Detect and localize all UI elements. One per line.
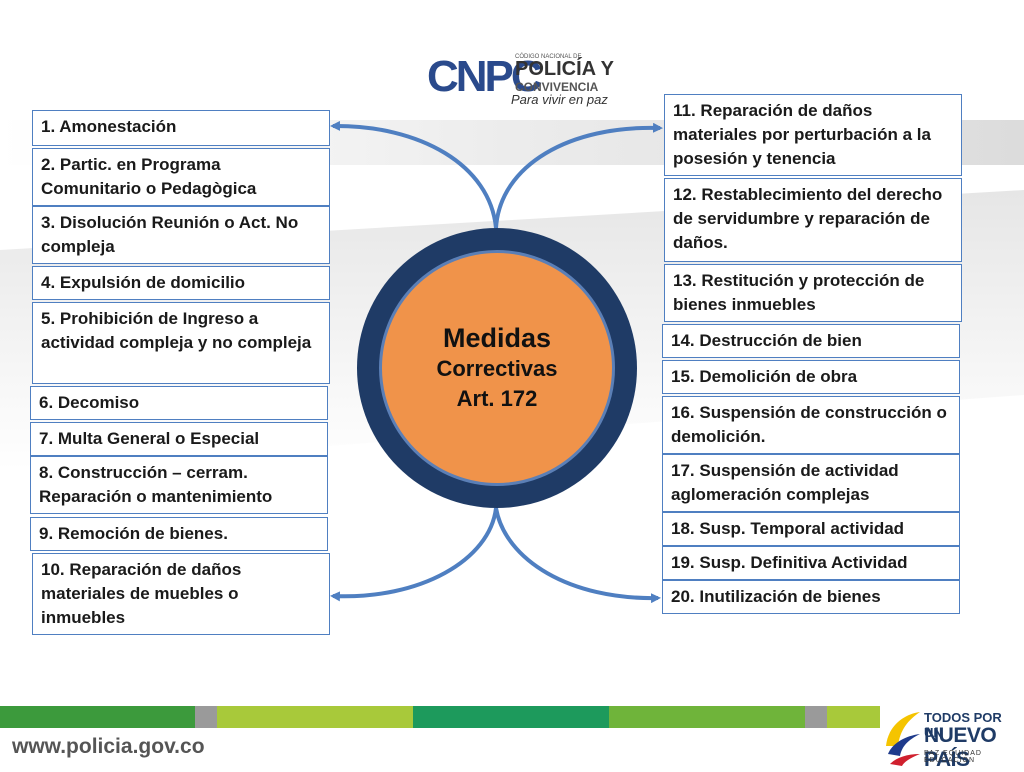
gov-line2: NUEVO PAÍS [924,724,997,771]
center-subtitle: Correctivas [436,356,558,381]
gov-line3: PAZ EQUIDAD EDUCACIÓN [924,750,982,764]
measure-box-19: 19. Susp. Definitiva Actividad [662,546,960,580]
center-circle: Medidas Correctivas Art. 172 [379,250,615,486]
arrow-top-left [330,120,498,229]
measure-box-13: 13. Restitución y protección de bienes i… [664,264,962,322]
measure-box-14: 14. Destrucción de bien [662,324,960,358]
measure-box-17: 17. Suspensión de actividad aglomeración… [662,454,960,512]
gov-line1: TODOS POR UN [924,710,1002,740]
cnpc-logo: CNPC CÓDIGO NACIONAL DE POLICÍA Y CONVIV… [427,48,627,128]
arrow-bottom-left [330,507,498,602]
gov-logo: TODOS POR UN NUEVO PAÍS PAZ EQUIDAD EDUC… [880,706,1024,771]
measure-box-6: 6. Decomiso [30,386,328,420]
bar-segment [195,706,217,728]
bar-segment [609,706,805,728]
center-title: Medidas [442,323,552,353]
bar-segment [217,706,413,728]
logo-line3: Para vivir en paz [511,92,608,107]
measure-box-7: 7. Multa General o Especial [30,422,328,456]
measure-box-12: 12. Restablecimiento del derecho de serv… [664,178,962,262]
measure-box-3: 3. Disolución Reunión o Act. No compleja [32,206,330,264]
measure-box-5: 5. Prohibición de Ingreso a actividad co… [32,302,330,384]
measure-box-10: 10. Reparación de daños materiales de mu… [32,553,330,635]
bar-segment [0,706,195,728]
measure-box-18: 18. Susp. Temporal actividad [662,512,960,546]
measure-box-4: 4. Expulsión de domicilio [32,266,330,300]
measure-box-9: 9. Remoción de bienes. [30,517,328,551]
footer-color-bars [0,706,1024,728]
measure-box-2: 2. Partic. en Programa Comunitario o Ped… [32,148,330,206]
measure-box-8: 8. Construcción – cerram. Reparación o m… [30,456,328,514]
center-article: Art. 172 [456,386,538,411]
logo-line2: CONVIVENCIA [515,80,599,94]
logo-small-line: CÓDIGO NACIONAL DE [515,54,582,60]
bar-segment [413,706,609,728]
measure-box-1: 1. Amonestación [32,110,330,146]
bar-segment [805,706,827,728]
flag-swoosh-icon [886,712,920,766]
logo-line1: POLICÍA Y [515,58,614,80]
footer-url: www.policia.gov.co [12,735,205,758]
measure-box-11: 11. Reparación de daños materiales por p… [664,94,962,176]
arrow-top-right [494,122,663,229]
logo-letters: CNPC [427,52,543,101]
measure-box-20: 20. Inutilización de bienes [662,580,960,614]
measure-box-16: 16. Suspensión de construcción o demolic… [662,396,960,454]
arrow-bottom-right [494,507,661,604]
center-ring: Medidas Correctivas Art. 172 [357,228,637,508]
measure-box-15: 15. Demolición de obra [662,360,960,394]
